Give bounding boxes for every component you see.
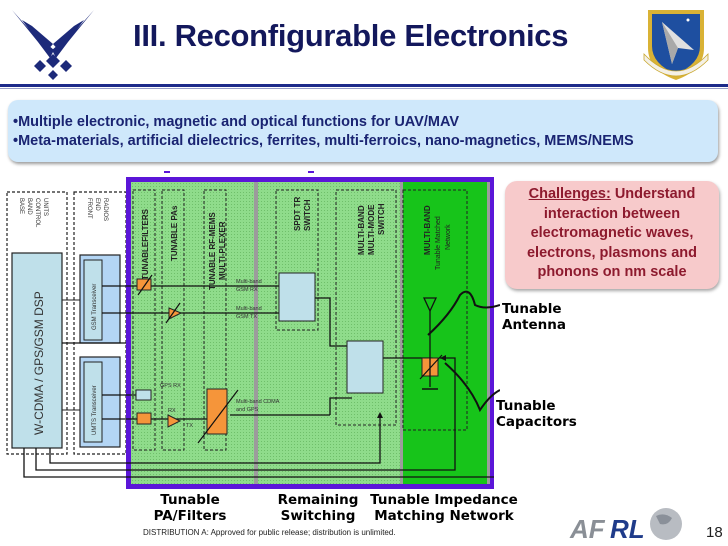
bullet-item: •Meta-materials, artificial dielectrics,… [13, 133, 634, 149]
challenges-callout: Challenges: Understand interaction betwe… [505, 181, 719, 289]
header-rule-thin [0, 88, 728, 89]
svg-text:END: END [94, 198, 100, 211]
challenge-text: interaction between [543, 205, 681, 222]
afrl-logo: AF RL [569, 508, 682, 544]
antenna-symbol [422, 297, 438, 313]
distribution-statement: DISTRIBUTION A: Approved for public rele… [143, 528, 396, 537]
umts-transceiver-label: UMTS Transceiver [92, 385, 98, 435]
baseband-label: BASE BAND CONTROL UNITS [18, 198, 48, 228]
tunable-filter-umts [136, 412, 152, 425]
svg-text:GSM TX: GSM TX [236, 314, 257, 320]
rx-label: RX [168, 408, 176, 414]
baseband-section [6, 191, 68, 455]
matching-network-region [403, 182, 489, 484]
svg-text:MULTI-MODE: MULTI-MODE [367, 204, 376, 255]
challenge-text: electrons, plasmons and [526, 244, 698, 261]
gsm-transceiver-label: GSM Transceiver [92, 284, 98, 330]
svg-text:UNITS: UNITS [42, 198, 48, 216]
svg-text:BASE: BASE [18, 198, 24, 214]
bullets-box: •Multiple electronic, magnetic and optic… [8, 100, 718, 162]
header-rule [0, 84, 728, 87]
mux-label: TUNABLE RF-MEMS [208, 212, 217, 290]
svg-text:RADIOS: RADIOS [102, 198, 108, 221]
spdt-label: SPDT TR [293, 197, 302, 231]
tunable-pa-umts [167, 414, 182, 428]
tx-label: TX [186, 423, 193, 429]
svg-text:AF: AF [569, 514, 606, 544]
tunable-pas-label: TUNABLE PAs [170, 205, 179, 261]
bullet-item: •Multiple electronic, magnetic and optic… [13, 114, 460, 130]
svg-text:BAND: BAND [26, 198, 32, 215]
svg-text:SWITCH: SWITCH [377, 203, 386, 235]
svg-text:Network: Network [445, 224, 452, 250]
rf-mems-multiplexer [206, 388, 228, 435]
svg-text:MULTI-PLEXER: MULTI-PLEXER [218, 221, 227, 280]
gsm-tx-label: Multi-band [236, 306, 262, 312]
page-number: 18 [706, 524, 723, 541]
block-diagram: BASE BAND CONTROL UNITS FRONT END RADIOS… [6, 171, 500, 489]
multimode-switch-label: MULTI-BAND [357, 205, 366, 255]
tunable-filters-label: TUNABLEFILTERS [141, 208, 150, 280]
svg-text:GSM RX: GSM RX [236, 287, 258, 293]
svg-text:FRONT: FRONT [86, 198, 92, 219]
dsp-block [11, 252, 63, 449]
bandpass-filter-gps [135, 389, 152, 401]
svg-text:and GPS: and GPS [236, 407, 259, 413]
gps-rx-label: GPS RX [160, 383, 181, 389]
spdt-switch-block [278, 272, 316, 322]
tunable-filter-gsm [136, 278, 152, 291]
svg-text:SWITCH: SWITCH [303, 199, 312, 231]
challenges-heading: Challenges: [528, 186, 611, 202]
cdma-label: Multi-band CDMA [236, 399, 280, 405]
matched-network-label: MULTI-BAND [423, 205, 432, 255]
svg-text:Tunable Matched: Tunable Matched [435, 216, 442, 270]
svg-text:CONTROL: CONTROL [34, 198, 40, 228]
multimode-switch-block [346, 340, 384, 394]
dsp-label: W-CDMA / GPS/GSM DSP [32, 291, 46, 435]
challenge-text: Understand [610, 186, 696, 202]
challenge-text: electromagnetic waves, [530, 225, 694, 241]
air-force-wings-logo [12, 10, 94, 80]
gsm-rx-label: Multi-band [236, 279, 262, 285]
challenge-text: phonons on nm scale [537, 264, 687, 280]
svg-text:RL: RL [610, 514, 645, 544]
frontend-label: FRONT END RADIOS [86, 198, 108, 221]
afrl-shield-emblem [643, 10, 709, 80]
page-title: III. Reconfigurable Electronics [133, 18, 569, 53]
